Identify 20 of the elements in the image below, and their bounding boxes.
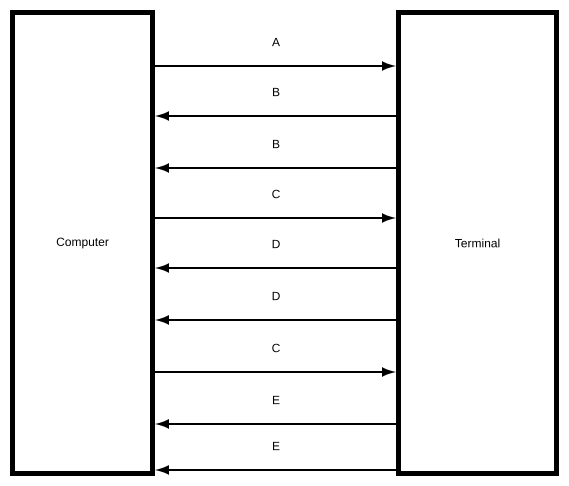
arrow: [158, 112, 396, 120]
arrow: [158, 420, 396, 428]
edge-label: A: [271, 36, 281, 48]
arrow: [155, 214, 393, 222]
edge-label: E: [271, 440, 281, 452]
arrow: [158, 264, 396, 272]
edge-label: D: [270, 238, 282, 250]
arrow: [158, 316, 396, 324]
edge-label: B: [271, 138, 281, 150]
edge-label: B: [271, 86, 281, 98]
edge-label: D: [270, 290, 282, 302]
edge-label: C: [270, 342, 282, 354]
arrow: [155, 368, 393, 376]
device-box: Computer: [10, 10, 155, 476]
edge-label: E: [271, 394, 281, 406]
edge-label: C: [270, 188, 282, 200]
device-box: Terminal: [396, 10, 559, 476]
arrow: [158, 466, 396, 474]
arrow: [158, 164, 396, 172]
arrow: [155, 62, 393, 70]
